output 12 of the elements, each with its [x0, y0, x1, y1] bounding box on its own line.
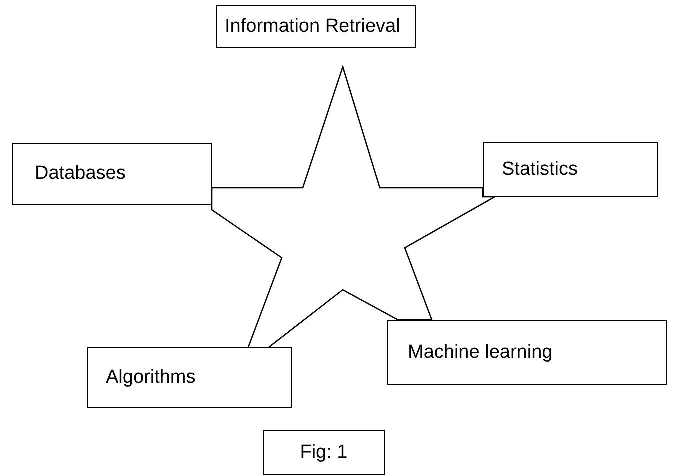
box-label: Fig: 1 [300, 442, 348, 464]
text-box [12, 143, 212, 205]
text-box [483, 142, 658, 197]
box-label: Information Retrieval [225, 16, 400, 38]
text-box [87, 347, 292, 408]
box-label: Statistics [502, 158, 578, 180]
box-label: Machine learning [408, 342, 553, 364]
text-box [216, 5, 416, 48]
box-label: Databases [35, 163, 126, 185]
text-box [387, 320, 667, 385]
text-box [263, 430, 385, 475]
box-label: Algorithms [106, 366, 196, 388]
